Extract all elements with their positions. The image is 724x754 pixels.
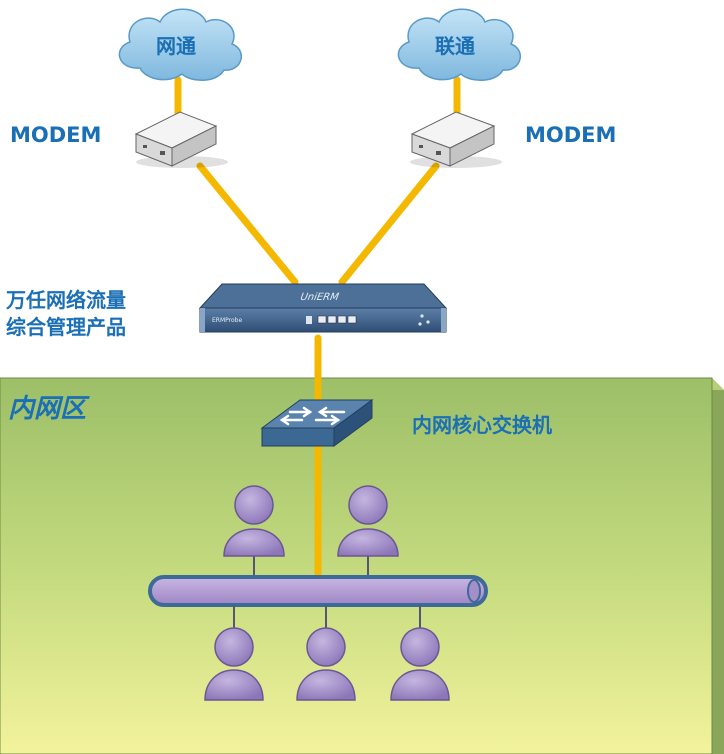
modem-icon bbox=[134, 111, 228, 168]
modem-icon bbox=[410, 111, 502, 168]
core-switch-label: 内网核心交换机 bbox=[412, 413, 552, 437]
user-icon bbox=[296, 605, 356, 701]
user-icon bbox=[390, 605, 450, 701]
modem-label-left: MODEM bbox=[10, 123, 102, 147]
inner-zone-label: 内网区 bbox=[8, 394, 87, 424]
user-icon bbox=[223, 485, 285, 580]
inner-zone bbox=[0, 377, 724, 754]
link-modem2-appliance bbox=[338, 162, 440, 286]
cloud-icon bbox=[118, 8, 242, 81]
appliance-caption-line1: 万任网络流量 bbox=[6, 288, 126, 312]
lan-bus bbox=[148, 575, 488, 607]
cloud-label-unicom: 联通 bbox=[435, 34, 475, 58]
core-switch-icon bbox=[260, 399, 374, 447]
appliance-brand: UniERM bbox=[299, 292, 340, 303]
link-modem1-appliance bbox=[196, 162, 299, 286]
traffic-appliance-icon bbox=[198, 283, 448, 333]
user-icon bbox=[204, 605, 264, 701]
links bbox=[174, 76, 461, 582]
appliance-caption-line2: 综合管理产品 bbox=[6, 315, 126, 339]
modem-label-right: MODEM bbox=[525, 123, 617, 147]
appliance-model: ERMProbe bbox=[212, 317, 242, 324]
cloud-icon bbox=[397, 8, 521, 81]
cloud-label-netcom: 网通 bbox=[156, 34, 196, 58]
